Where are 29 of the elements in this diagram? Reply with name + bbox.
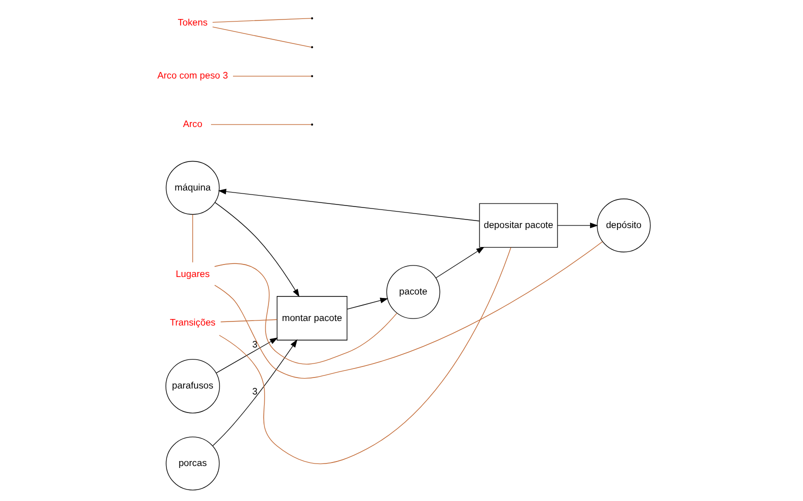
connector <box>192 214 194 263</box>
edge-label: 3 <box>252 338 258 350</box>
arrow <box>557 222 598 228</box>
arrow <box>346 298 388 310</box>
node-text: Arco <box>183 118 202 130</box>
connector <box>210 124 312 125</box>
arrow <box>216 338 278 374</box>
node-text: Arco com peso 3 <box>157 70 228 81</box>
connector <box>212 26 312 48</box>
connector <box>218 247 512 464</box>
node-box: depositar pacote <box>479 203 558 248</box>
arrow <box>212 339 298 446</box>
node-text: Lugares <box>176 268 210 280</box>
node-circle: depósito <box>596 198 651 252</box>
connector <box>214 263 398 365</box>
arrow <box>436 246 484 278</box>
node-circle: máquina <box>166 160 220 215</box>
node-text: Tokens <box>178 16 208 28</box>
node-box: montar pacote <box>276 296 348 340</box>
node-text: Transições <box>170 316 216 328</box>
connector <box>212 18 312 23</box>
arrow <box>214 202 300 298</box>
node-circle: pacote <box>386 265 440 319</box>
connector <box>220 319 278 322</box>
node-circle: parafusos <box>166 358 220 414</box>
arrow <box>218 188 480 222</box>
edge-label: 3 <box>252 385 258 396</box>
connector <box>214 241 603 379</box>
node-circle: porcas <box>166 436 220 490</box>
